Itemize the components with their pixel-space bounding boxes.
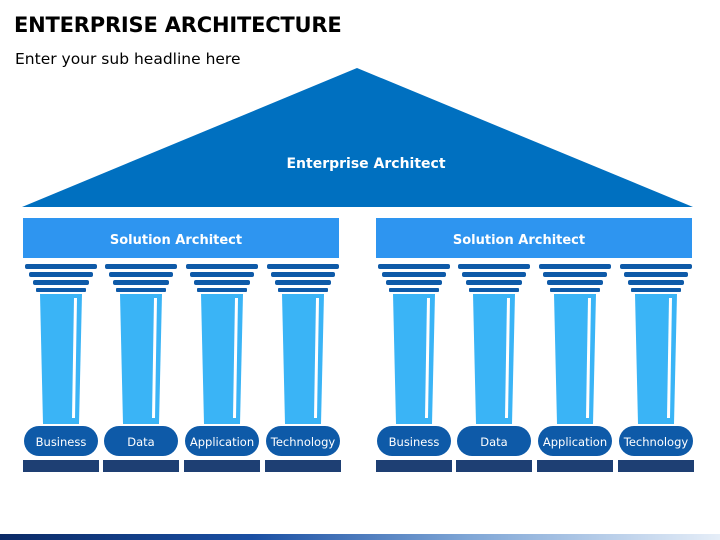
pillar-badge bbox=[377, 426, 451, 456]
pillar-right-data: Data bbox=[456, 264, 532, 472]
pillar-highlight bbox=[425, 298, 430, 418]
pillar-capital bbox=[105, 264, 177, 269]
pillar-capital bbox=[382, 272, 446, 277]
pillar-left-application: Application bbox=[184, 264, 260, 472]
pillar-capital bbox=[271, 272, 335, 277]
pillar-shaft bbox=[201, 294, 243, 424]
pillar-label: Application bbox=[543, 435, 607, 449]
pillar-capital bbox=[547, 280, 603, 285]
pillar-badge bbox=[619, 426, 693, 456]
pillar-base bbox=[265, 460, 341, 472]
pillar-badge bbox=[457, 426, 531, 456]
pillar-base bbox=[456, 460, 532, 472]
pillar-capital bbox=[543, 272, 607, 277]
pillar-label: Business bbox=[389, 435, 440, 449]
pillar-label: Data bbox=[480, 435, 507, 449]
pillar-base bbox=[618, 460, 694, 472]
pillar-shaft bbox=[473, 294, 515, 424]
pillar-base bbox=[184, 460, 260, 472]
pillar-capital bbox=[278, 288, 328, 292]
pillar-right-technology: Technology bbox=[618, 264, 694, 472]
pillar-shaft bbox=[120, 294, 162, 424]
pillar-highlight bbox=[586, 298, 591, 418]
pillar-highlight bbox=[667, 298, 672, 418]
pillar-capital bbox=[25, 264, 97, 269]
pillar-base bbox=[103, 460, 179, 472]
pillar-highlight bbox=[72, 298, 77, 418]
pillar-capital bbox=[550, 288, 600, 292]
pillar-capital bbox=[628, 280, 684, 285]
pillar-capital bbox=[378, 264, 450, 269]
footer-bar bbox=[0, 534, 720, 540]
pillar-capital bbox=[275, 280, 331, 285]
pillar-shaft bbox=[554, 294, 596, 424]
pillar-left-business: Business bbox=[23, 264, 99, 472]
solution-label-left: Solution Architect bbox=[110, 233, 242, 248]
pillar-capital bbox=[109, 272, 173, 277]
pillar-shaft bbox=[635, 294, 677, 424]
pillar-right-application: Application bbox=[537, 264, 613, 472]
pillar-highlight bbox=[233, 298, 238, 418]
page-subtitle: Enter your sub headline here bbox=[15, 50, 241, 68]
pillar-badge bbox=[538, 426, 612, 456]
pillar-highlight bbox=[505, 298, 510, 418]
pillar-label: Application bbox=[190, 435, 254, 449]
solution-group-right: Solution Architect Business Data Applicati… bbox=[376, 218, 694, 472]
pillar-label: Technology bbox=[623, 435, 689, 449]
pillar-base bbox=[376, 460, 452, 472]
pillar-right-business: Business bbox=[376, 264, 452, 472]
pillar-capital bbox=[469, 288, 519, 292]
roof-label: Enterprise Architect bbox=[286, 156, 445, 172]
pillar-capital bbox=[624, 272, 688, 277]
page-title: ENTERPRISE ARCHITECTURE bbox=[14, 13, 342, 37]
pillar-base bbox=[23, 460, 99, 472]
pillar-capital bbox=[29, 272, 93, 277]
pillar-label: Data bbox=[127, 435, 154, 449]
pillar-capital bbox=[36, 288, 86, 292]
pillar-label: Business bbox=[36, 435, 87, 449]
pillar-left-technology: Technology bbox=[265, 264, 341, 472]
pillar-badge bbox=[266, 426, 340, 456]
pillar-highlight bbox=[314, 298, 319, 418]
solution-band-left bbox=[23, 218, 339, 258]
pillar-capital bbox=[389, 288, 439, 292]
solution-band-right bbox=[376, 218, 692, 258]
pillar-highlight bbox=[152, 298, 157, 418]
pillar-capital bbox=[267, 264, 339, 269]
pillar-capital bbox=[466, 280, 522, 285]
pillar-badge bbox=[104, 426, 178, 456]
pillar-shaft bbox=[282, 294, 324, 424]
pillar-capital bbox=[620, 264, 692, 269]
pillar-badge bbox=[24, 426, 98, 456]
solution-group-left: Solution Architect Business Data Applicati… bbox=[23, 218, 341, 472]
pillar-capital bbox=[539, 264, 611, 269]
pillar-shaft bbox=[393, 294, 435, 424]
roof-triangle bbox=[22, 68, 693, 207]
pillar-capital bbox=[194, 280, 250, 285]
pillar-left-data: Data bbox=[103, 264, 179, 472]
pillar-capital bbox=[116, 288, 166, 292]
pillar-capital bbox=[458, 264, 530, 269]
pillar-shaft bbox=[40, 294, 82, 424]
pillar-capital bbox=[190, 272, 254, 277]
pillar-capital bbox=[197, 288, 247, 292]
pillar-base bbox=[537, 460, 613, 472]
pillar-capital bbox=[33, 280, 89, 285]
pillar-capital bbox=[631, 288, 681, 292]
pillar-label: Technology bbox=[270, 435, 336, 449]
pillar-capital bbox=[113, 280, 169, 285]
pillar-capital bbox=[386, 280, 442, 285]
pillar-capital bbox=[462, 272, 526, 277]
pillar-capital bbox=[186, 264, 258, 269]
solution-label-right: Solution Architect bbox=[453, 233, 585, 248]
pillar-badge bbox=[185, 426, 259, 456]
